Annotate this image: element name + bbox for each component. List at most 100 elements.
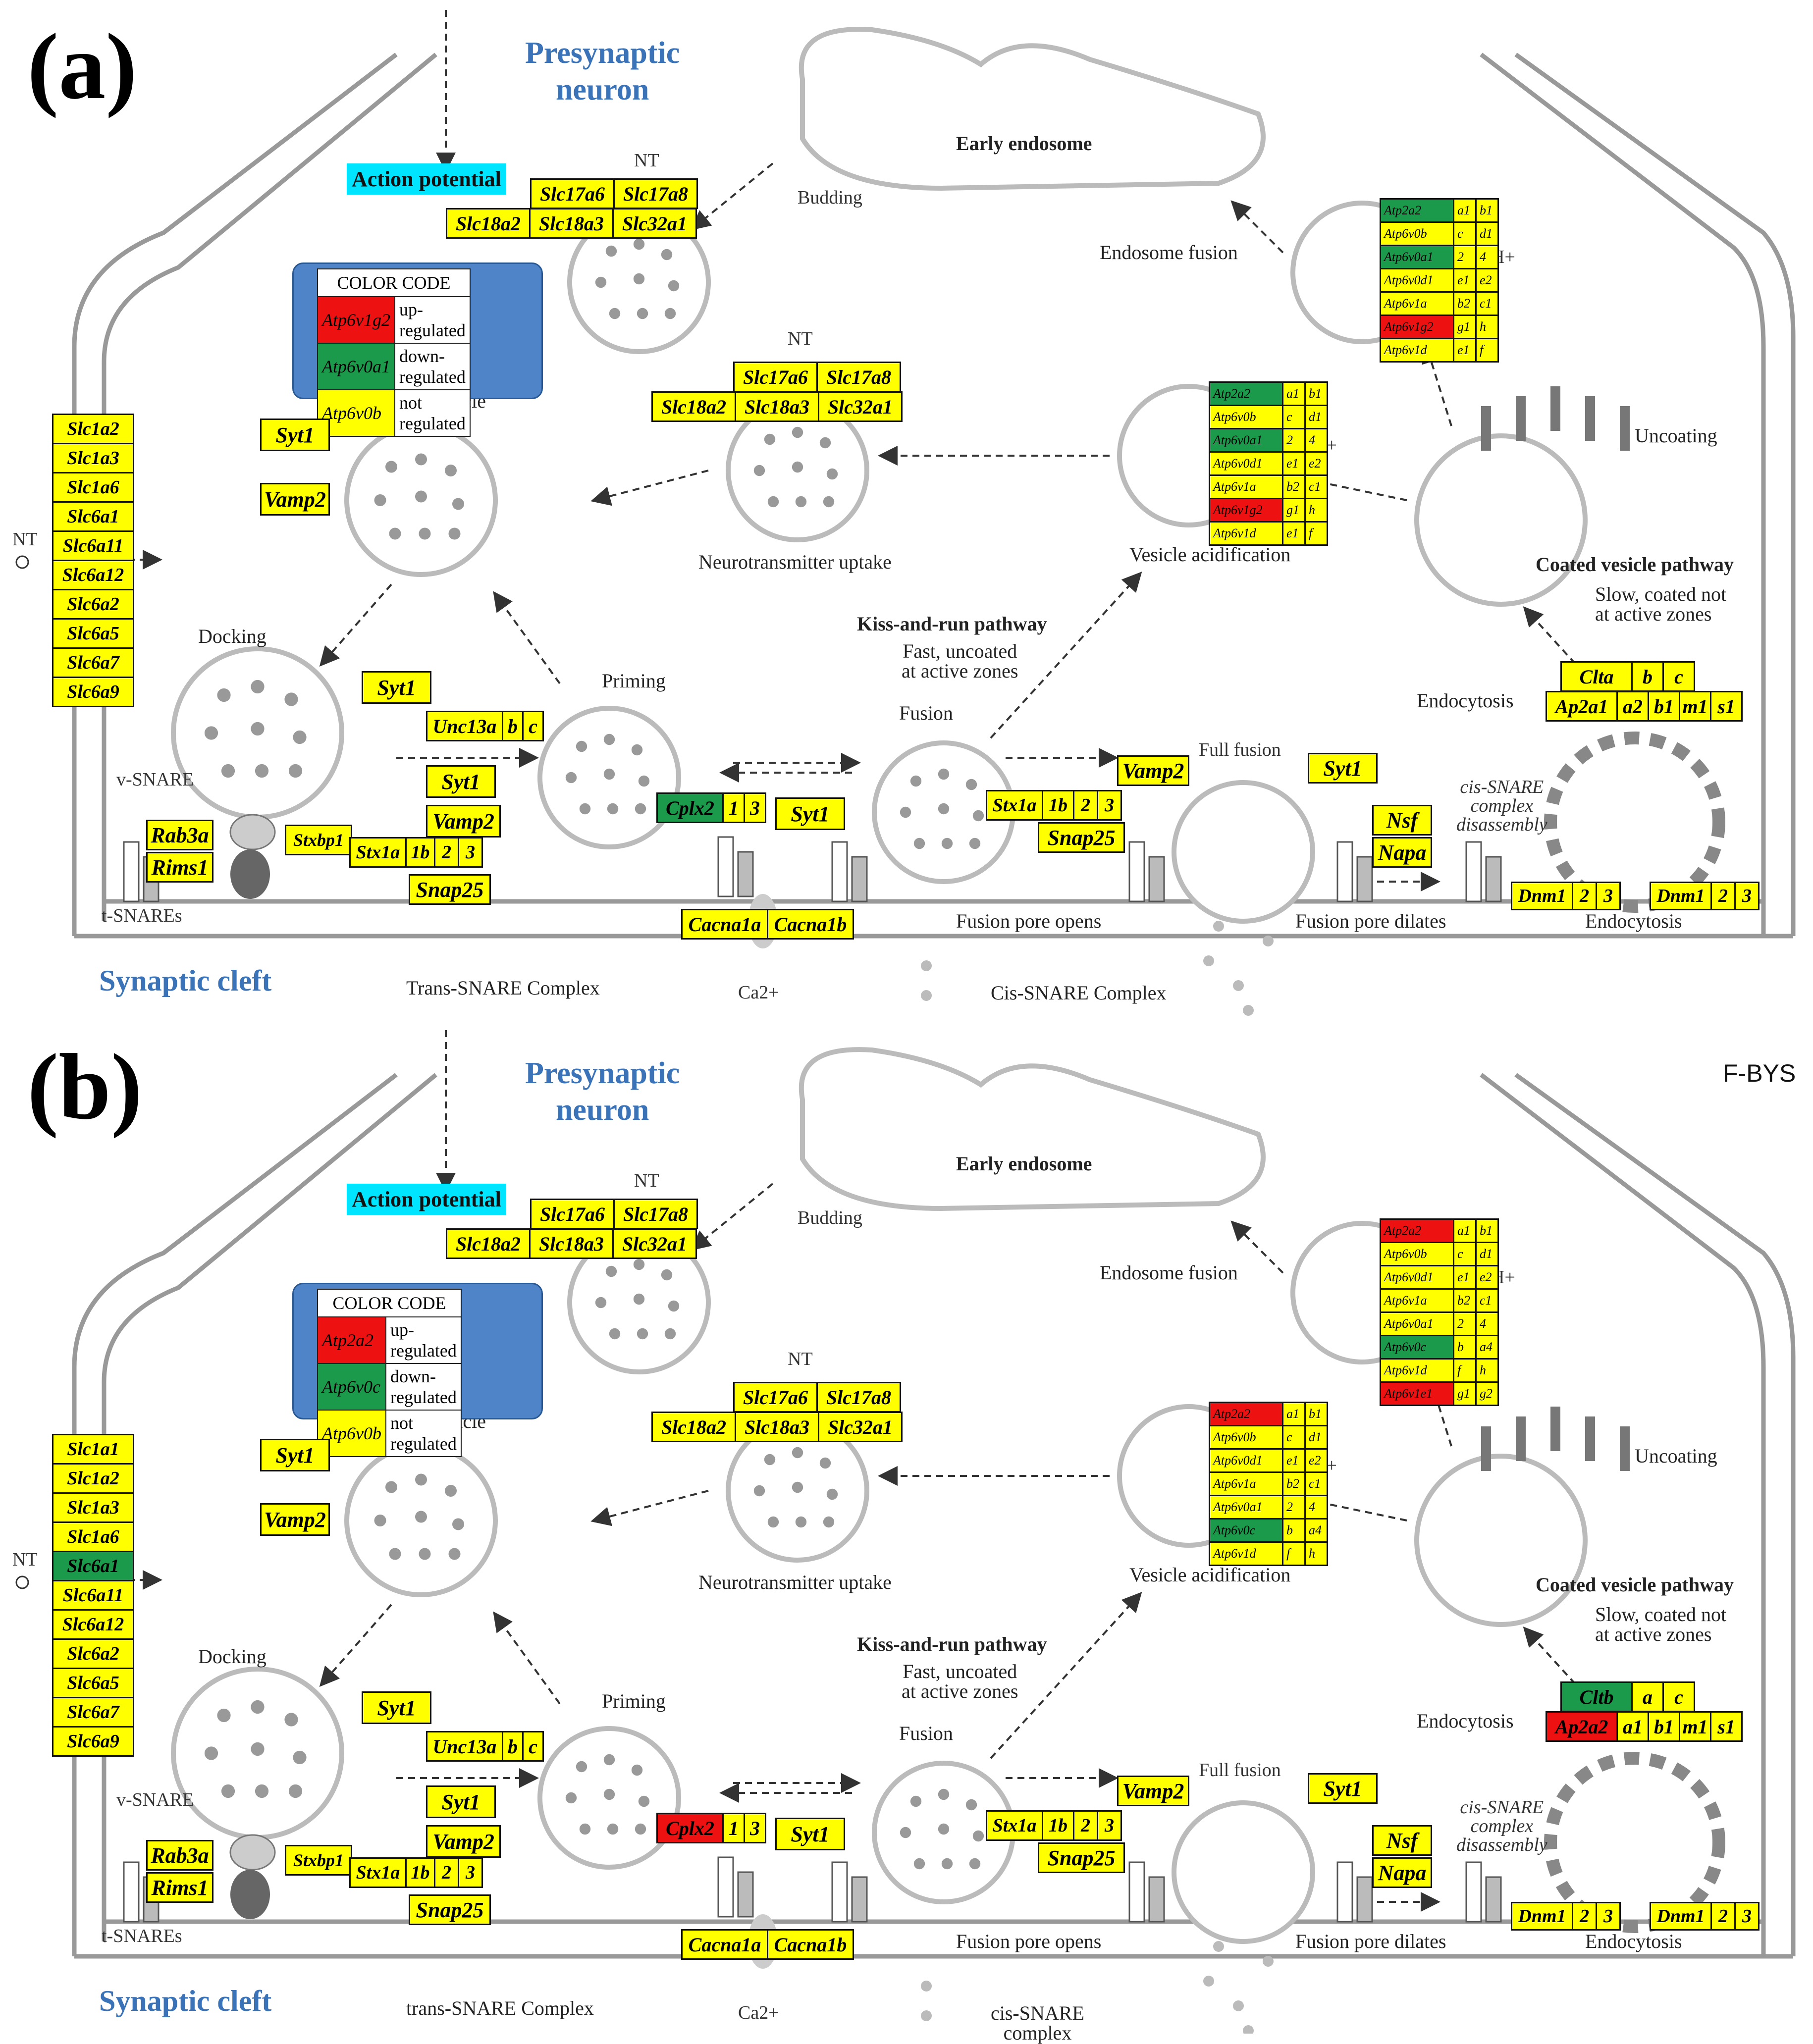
legend-title: COLOR CODE [317,268,471,297]
neurotransmitter-dot [293,730,307,744]
legend-meaning: up-regulated [385,1316,462,1364]
vamp2-gene: Vamp2 [426,1825,501,1858]
gene-cell: Atp6v0a1 [1210,429,1282,451]
neurotransmitter-dot [633,273,645,285]
gene-cell: 3 [459,839,481,866]
gene-cell: 3 [1098,1812,1120,1839]
gene-cell: c [1454,223,1475,245]
gene-cell: Atp6v0a1 [1210,1496,1282,1518]
gene-cell: a1 [1283,1403,1304,1425]
gene-cell: b [503,1732,522,1760]
nt-label: NT [634,150,659,171]
rab3a-protein [229,1834,276,1871]
gene-cell: 3 [1736,1903,1758,1929]
dashed-arrow [1230,200,1284,254]
cis-snare-label-line: cis-SNARE [991,2002,1084,2024]
gene-cell: Stxbp1 [286,1846,351,1874]
neurotransmitter-dot [633,238,645,250]
snare-protein [123,841,140,902]
neurotransmitter-dot [217,688,231,702]
gene-cell: 4 [1477,1313,1497,1335]
early-endosome [799,1047,1266,1211]
neurotransmitter-dot [664,1328,676,1340]
neurotransmitter-dot [965,779,977,790]
neurotransmitter-dot [823,496,835,508]
neurotransmitter-dot [819,437,831,449]
cell-membrane [1480,52,1766,936]
vamp2-gene: Vamp2 [1117,1776,1189,1806]
gene-cell: Cacna1a [683,1931,767,1958]
gene-cell: 3 [745,794,765,822]
uncoating-label: Uncoating [1635,424,1717,447]
nt-label: NT [12,1549,38,1570]
neurotransmitter-dot [217,1708,231,1723]
neurotransmitter-dot [374,494,386,506]
gene-cell: b2 [1454,293,1475,314]
coated-vesicle [1414,1454,1588,1627]
fast-pathway-label-line: Fast, uncoated [903,1660,1017,1682]
legend-meaning: not regulated [385,1410,462,1457]
gene-cell: Rims1 [148,1874,212,1901]
gene-cell: Slc6a2 [53,590,133,618]
snare-protein [851,856,868,902]
gene-cell: 3 [1098,791,1120,819]
gene-cell: Atp6v0d1 [1210,453,1282,474]
gene-cell: Slc1a2 [53,415,133,443]
neurotransmitter-dot [965,1799,977,1811]
kiss-and-run-label: Kiss-and-run pathway [857,613,1047,635]
legend-key: Atp6v0a1 [317,343,395,390]
endocytosis-label: Endocytosis [1417,689,1514,712]
neurotransmitter-dot [823,1516,835,1528]
rab3a-gene: Rab3a [146,820,213,850]
gene-cell: Atp6v0b [1381,223,1453,245]
neurotransmitter-dot [607,1823,619,1835]
gene-cell: Atp6v0b [1381,1243,1453,1265]
vesicle-acidification-label: Vesicle acidification [1129,543,1291,566]
gene-cell: Syt1 [1309,754,1376,782]
gene-cell: Slc6a1 [53,503,133,530]
docking-label: Docking [198,1645,267,1668]
slow-pathway-label-line: Slow, coated not [1595,1603,1727,1625]
cis-disassembly-label-line: cis-SNARE [1460,777,1544,797]
gene-cell: Slc18a2 [447,210,529,237]
full-fusion-vesicle [1172,1800,1315,1944]
legend-meaning: up-regulated [394,296,471,344]
gene-cell: 2 [1573,1903,1596,1929]
neurotransmitter-dot [284,692,298,706]
syt1-gene: Syt1 [426,765,496,798]
gene-cell: 1b [407,839,434,866]
gene-cell: d1 [1306,1426,1327,1448]
fusion-pore-opens-label: Fusion pore opens [956,910,1102,932]
gene-cell: Slc18a3 [531,210,612,237]
snare-protein [1485,1876,1502,1923]
released-nt-dot [1233,980,1244,991]
presynaptic-title-line: Presynaptic [525,1056,680,1090]
neurotransmitter-dot [221,764,235,778]
neurotransmitter-dot [445,465,457,476]
gene-cell: Slc6a2 [53,1640,133,1668]
gene-cell: g1 [1283,499,1304,521]
neurotransmitter-dot [605,245,617,257]
nt-label: NT [634,1170,659,1191]
gene-cell: Slc6a1 [53,1552,133,1580]
gene-cell: d1 [1477,1243,1497,1265]
gene-cell: 1b [1043,1812,1073,1839]
gene-cell: c [524,1732,542,1760]
gene-cell: Slc18a2 [653,393,735,420]
gene-cell: Slc1a6 [53,1523,133,1551]
neurotransmitter-dot [607,803,619,815]
gene-cell: Atp6v0a1 [1381,1313,1453,1335]
neurotransmitter-dot [938,1823,950,1835]
nt-label: NT [788,1349,813,1369]
gene-cell: 3 [745,1814,765,1842]
gene-cell: Slc18a2 [653,1413,735,1441]
slow-pathway-label-line: at active zones [1595,1623,1712,1645]
dashed-arrow [590,1490,709,1526]
gene-cell: Stx1a [351,1859,405,1887]
neurotransmitter-dot [938,768,950,780]
